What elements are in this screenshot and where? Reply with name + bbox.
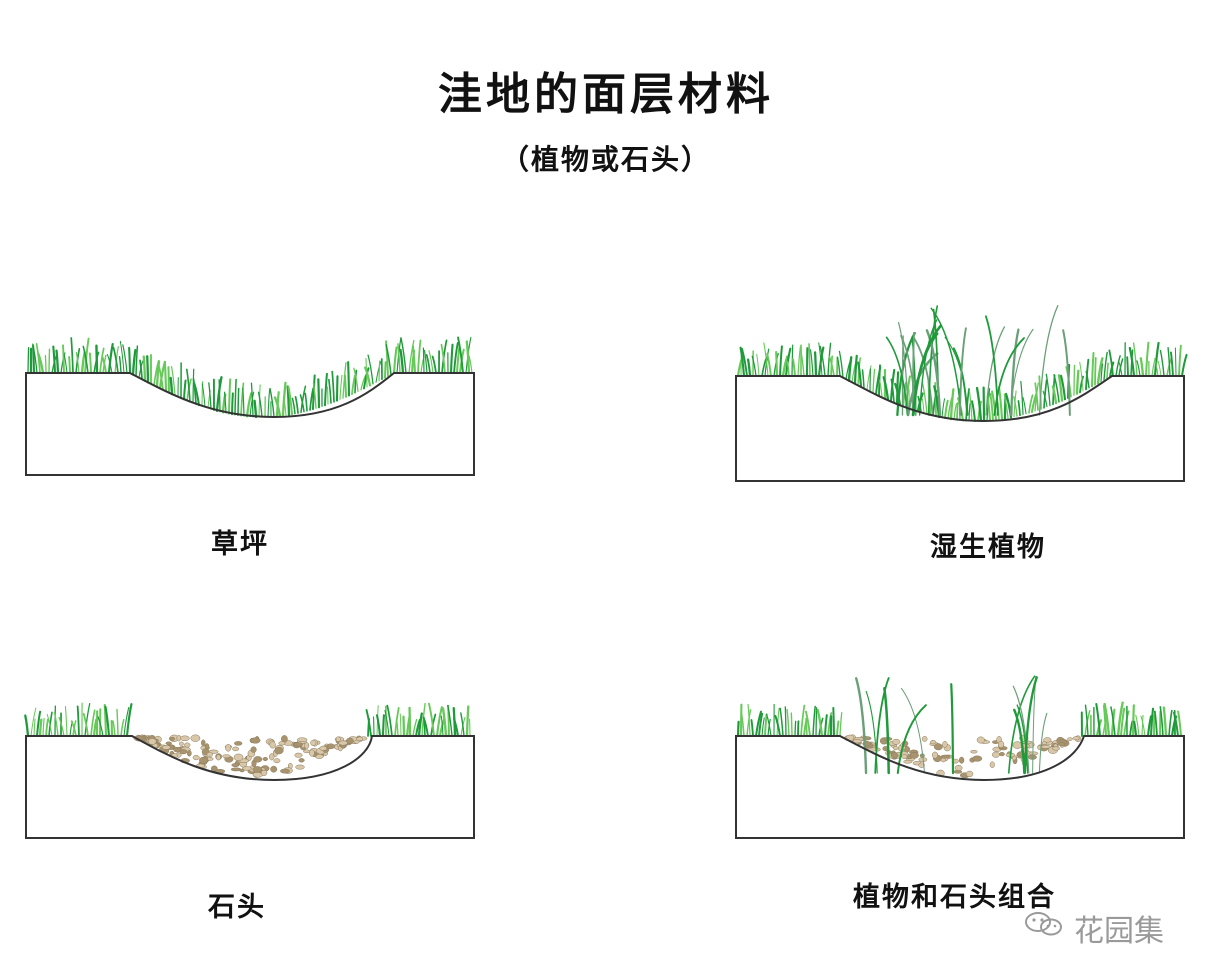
- swale-outline: [25, 735, 475, 839]
- wechat-icon: [1022, 909, 1066, 947]
- swale-outline: [25, 372, 475, 476]
- page-title: 洼地的面层材料: [438, 69, 774, 120]
- watermark: 花园集: [1022, 909, 1164, 948]
- gravel-fill: [133, 734, 368, 778]
- stones-bank-grass: [24, 702, 471, 738]
- swale-outline: [735, 735, 1185, 839]
- stones-swale-illustration: [24, 702, 475, 839]
- caption-wetland-plants: 湿生植物: [930, 532, 1046, 563]
- lawn-grass: [27, 336, 473, 419]
- caption-stones: 石头: [208, 892, 266, 923]
- lawn-swale-illustration: [25, 336, 475, 476]
- page-subtitle: （植物或石头）: [500, 143, 711, 176]
- diagram-lawn: [22, 330, 482, 530]
- caption-lawn: 草坪: [211, 529, 269, 560]
- caption-plants-and-stones: 植物和石头组合: [853, 882, 1056, 913]
- plants-stones-swale-illustration: [735, 675, 1185, 839]
- combo-bank-grass: [736, 701, 1182, 738]
- diagram-stones: [22, 690, 482, 890]
- swale-outline: [735, 375, 1185, 482]
- combo-tall-blades: [855, 675, 1048, 775]
- watermark-text: 花园集: [1074, 915, 1164, 948]
- diagram-wetland-plants: [732, 300, 1192, 500]
- wetland-tall-blades: [885, 304, 1071, 417]
- wetland-swale-illustration: [735, 304, 1188, 482]
- diagram-plants-and-stones: [732, 665, 1192, 865]
